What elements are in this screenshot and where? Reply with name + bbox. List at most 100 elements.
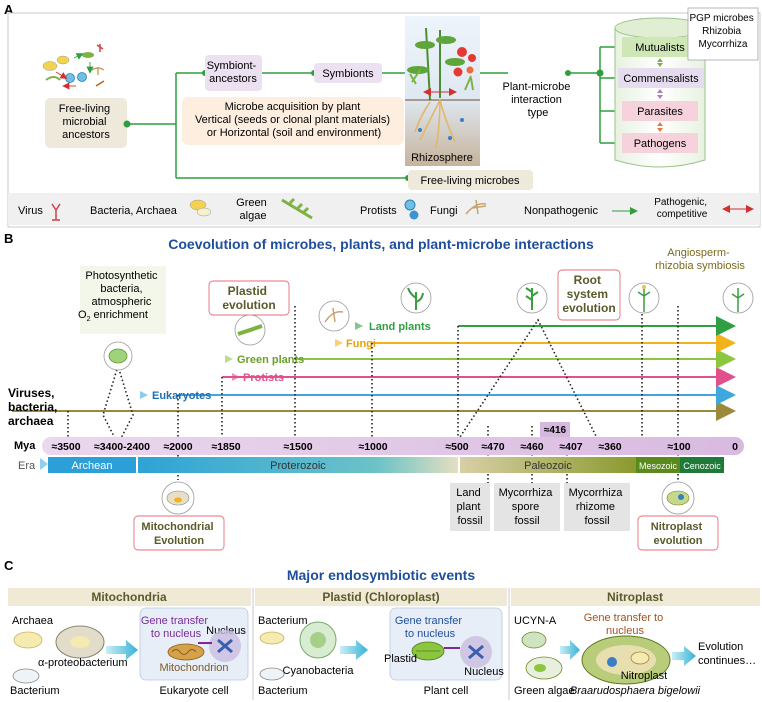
plastid-transition-arrow [340,640,368,660]
mito-archaea-label: Archaea [12,615,54,627]
root-evolution-box [557,269,621,321]
legend-pathogenic: Pathogenic, competitive [654,197,710,220]
mya-label: Mya [14,440,36,452]
symbionts-label: Symbionts [322,68,374,80]
green-algae-icon [281,197,313,220]
mito-mitochondrion-label: Mitochondrion [159,662,228,674]
nitroplast-gene-transfer: Gene transfer to nucleus [584,612,667,637]
archaea-icon [13,631,43,649]
fossil-rhizome-box [564,483,630,531]
fern-icon [516,282,548,314]
lineage-start-arrowheads [140,322,363,399]
mya-bar [42,437,744,455]
symbiont-ancestors-box [205,55,262,91]
nitroplast-evolution-icon [661,481,695,515]
mito-evolution-box [133,515,225,551]
tick-360: ≈360 [598,441,621,453]
tick-1500: ≈1500 [283,441,312,453]
era-cenozoic-label: Cenozoic [683,461,721,471]
tick-500: ≈500 [445,441,468,453]
era-mesozoic-label: Mesozoic [639,461,678,471]
era-arrow-icon [40,458,48,470]
root-evolution-label: Root system evolution [562,273,615,315]
tick-1850: ≈1850 [211,441,240,453]
legend-green-algae: Green algae [236,197,270,222]
plastid-bacterium-top-icon [259,631,285,645]
evolution-arrow [672,646,696,666]
tick-407: ≈407 [559,441,582,453]
era-cenozoic [680,457,724,473]
angiosperm-label: Angiosperm- rhizobia symbiosis [655,247,745,272]
plastid-cell-label: Plant cell [424,685,469,697]
virus-icon [51,203,61,221]
nitroplast-ucyn: UCYN-A [514,615,557,627]
ucyn-icon [521,631,547,649]
category-mutualists-box [622,37,698,57]
tick-416-box [540,422,570,437]
legend-protists: Protists [360,205,397,217]
mitochondrion-evolution-icon [161,481,195,515]
bacteria-icon [189,199,212,217]
plastid-cyanobacteria: Cyanobacteria [283,665,355,677]
tick-3500: ≈3500 [51,441,80,453]
nitroplast-green-algae: Green algae [514,685,575,697]
panel-a-letter: A [4,2,14,17]
mya-ticks: ≈3500 ≈3400-2400 ≈2000 ≈1850 ≈1500 ≈1000… [51,441,738,453]
lineage-green-plants-label: Green plants [237,354,304,366]
lineage-viruses-label: Viruses, bacteria, archaea [8,386,61,428]
category-transition-arrows [657,58,663,132]
lineage-eukaryotes-label: Eukaryotes [152,390,211,402]
nitroplast-evolution-label: Nitroplast evolution [651,521,705,547]
category-parasites-box [622,101,698,121]
era-mesozoic [636,457,680,473]
tick-416: ≈416 [544,425,567,436]
plastid-nucleus-icon [460,636,492,668]
pgp-box [687,7,759,61]
category-commensalists-box [618,68,704,88]
tick-460: ≈460 [520,441,543,453]
panel-c-letter: C [4,558,14,573]
free-living-microbes-box [408,170,533,190]
mito-nucleus-icon [209,630,241,662]
fungi-icon [465,199,487,215]
nitroplast-evolution-box [637,515,719,551]
legend-fungi: Fungi [430,205,458,217]
plastid-gene-transfer: Gene transfer to nucleus [395,615,465,640]
panel-c: C Major endosymbiotic events Mitochondri… [4,558,760,700]
legend-nonpathogenic: Nonpathogenic [524,205,599,217]
green-algae-cell-icon [525,656,563,680]
fossil-land-label: Land plant fossil [456,487,484,527]
legend-bacteria: Bacteria, Archaea [90,205,178,217]
tick-1000: ≈1000 [358,441,387,453]
panel-b-title: Coevolution of microbes, plants, and pla… [168,236,594,252]
mito-transition-arrow [106,640,138,660]
plastid-nucleus-label: Nucleus [464,666,504,678]
pgp-label: PGP microbes Rhizobia Mycorrhiza [689,13,756,50]
angiosperm-icon [628,282,660,314]
mitochondrion-icon [167,643,205,661]
mito-gene-transfer: Gene transfer to nucleus [141,615,211,640]
photosynthetic-label: Photosynthetic bacteria, atmospheric O2 … [78,270,161,323]
plastid-icon [411,641,445,661]
category-mutualists: Mutualists [635,42,685,54]
lineage-land-plants-label: Land plants [369,321,431,333]
plastid-bacterium-bottom: Bacterium [258,685,308,697]
mito-cell-label: Eukaryote cell [159,685,228,697]
plastid-evolution-label: Plastid evolution [222,284,275,312]
braarudosphaera-cell-icon [581,635,671,685]
acquisition-box [182,97,404,145]
lineage-protists-label: Protists [243,372,284,384]
fungi-evolution-icon [318,300,350,332]
legume-icon [722,282,754,314]
nitroplast-transition-arrow [560,640,580,660]
symbiont-ancestors-label: Symbiont- ancestors [207,60,260,85]
panel-b: B Coevolution of microbes, plants, and p… [4,231,754,551]
plastid-header: Plastid (Chloroplast) [322,590,439,604]
panel-a: A Free-living microbial ancestors [4,2,761,228]
microbe-cluster-icon [42,44,105,90]
nitroplast-label: Nitroplast [621,670,667,682]
category-commensalists: Commensalists [623,73,699,85]
era-proterozoic-label: Proterozoic [270,460,326,472]
green-algae-evolution-icon [234,314,266,346]
tick-100: ≈100 [667,441,690,453]
